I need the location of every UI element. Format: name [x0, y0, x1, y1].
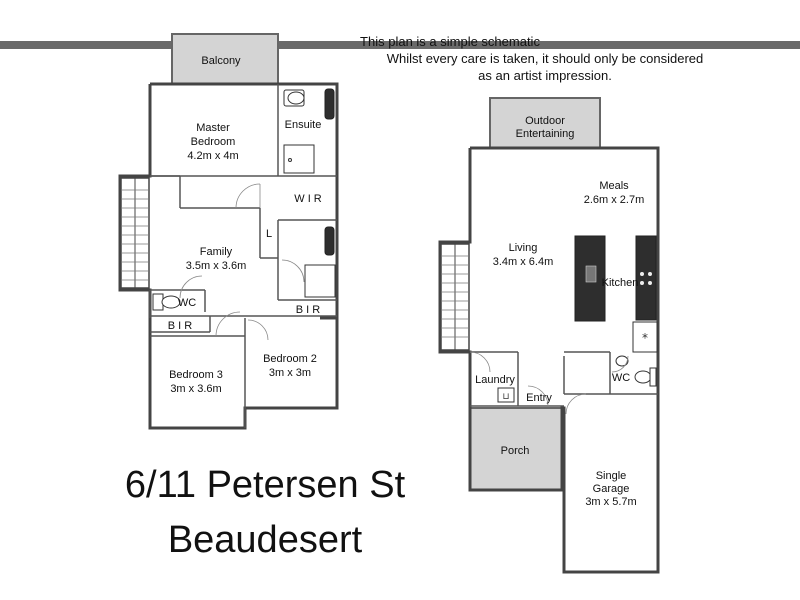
fridge [632, 321, 658, 353]
linen-label: L [266, 228, 272, 240]
upper-wc-label: WC [178, 297, 196, 309]
laundry-label: Laundry [475, 374, 515, 386]
balcony-label: Balcony [201, 55, 241, 67]
kitchen-bench [635, 235, 657, 321]
upper-wc-toilet [152, 293, 181, 311]
disclaimer-line-1: This plan is a simple schematic [360, 34, 540, 49]
family-size: 3.5m x 3.6m [186, 260, 247, 272]
wir-label: W I R [294, 193, 322, 205]
garage-label-2: Garage [593, 483, 630, 495]
master-label-2: Bedroom [191, 136, 236, 148]
living-label: Living [509, 242, 538, 254]
laundry-tub [497, 387, 515, 403]
ground-wc-fixtures [615, 355, 657, 387]
outdoor-label-1: Outdoor [525, 115, 565, 127]
bir-left-label: B I R [168, 320, 193, 332]
master-size: 4.2m x 4m [187, 150, 238, 162]
kitchen-sink [585, 265, 597, 283]
garage-size: 3m x 5.7m [585, 496, 636, 508]
outdoor-label-2: Entertaining [516, 128, 575, 140]
top-artifact-bar [0, 41, 800, 49]
upper-stairs [120, 177, 150, 289]
bedroom2-label: Bedroom 2 [263, 353, 317, 365]
ground-wc-label: WC [612, 372, 630, 384]
address-line-1: 6/11 Petersen St [125, 464, 406, 506]
kitchen-label: Kitchen [602, 277, 639, 289]
ground-floor-plan: Outdoor Entertaining [438, 97, 660, 574]
bedroom3-label: Bedroom 3 [169, 369, 223, 381]
garage-label-1: Single [596, 470, 627, 482]
ensuite-fixtures [283, 88, 336, 298]
master-label: Master [196, 122, 230, 134]
cooktop [640, 272, 652, 285]
meals-label: Meals [599, 180, 629, 192]
ensuite-label: Ensuite [285, 119, 322, 131]
bedroom2-size: 3m x 3m [269, 367, 311, 379]
bedroom3-size: 3m x 3.6m [170, 383, 221, 395]
living-size: 3.4m x 6.4m [493, 256, 554, 268]
porch-label: Porch [501, 445, 530, 457]
disclaimer-line-3: as an artist impression. [478, 68, 612, 83]
entry-label: Entry [526, 392, 552, 404]
laundry-tub-icon: ⊔ [502, 392, 509, 402]
disclaimer-line-2: Whilst every care is taken, it should on… [387, 51, 704, 66]
porch-area [469, 407, 563, 491]
upper-floor-plan: Balcony [118, 33, 339, 430]
meals-size: 2.6m x 2.7m [584, 194, 645, 206]
ground-outer-wall [438, 146, 660, 574]
fridge-icon: * [642, 331, 648, 345]
family-label: Family [200, 246, 233, 258]
ground-stairs [440, 243, 470, 351]
address-line-2: Beaudesert [168, 519, 363, 561]
bir-right-label: B I R [296, 304, 321, 316]
